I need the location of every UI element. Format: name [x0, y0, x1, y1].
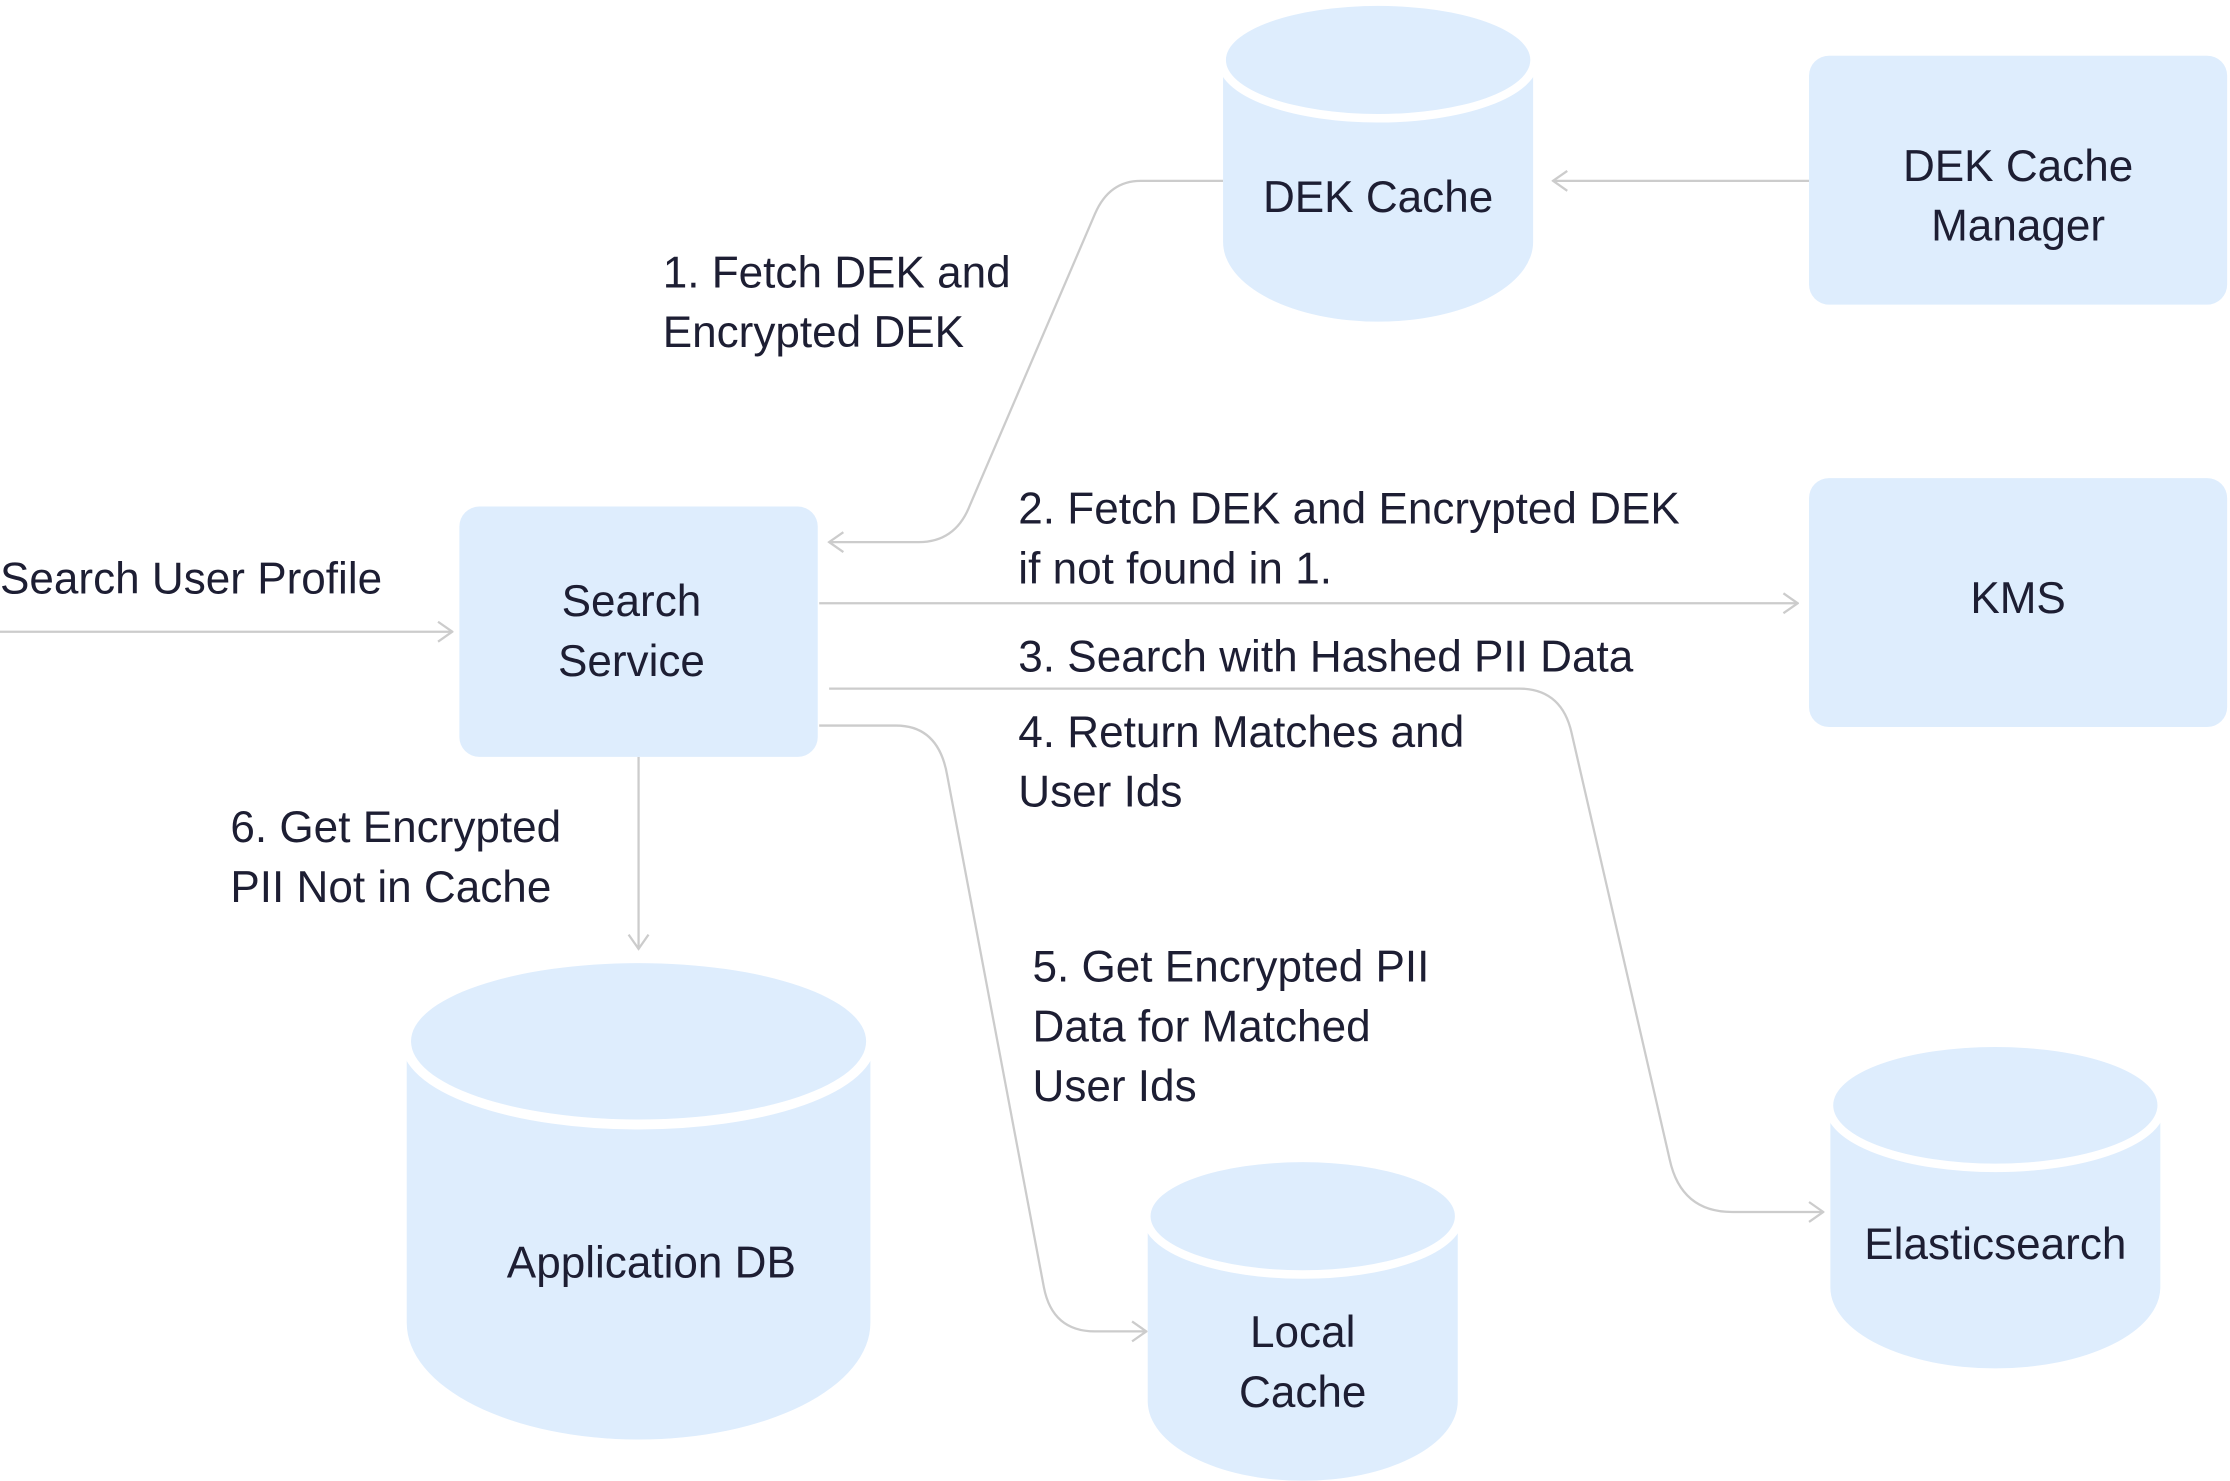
node-application-db[interactable]: Application DB — [401, 953, 877, 1440]
edge-label-step6: 6. Get Encrypted PII Not in Cache — [230, 803, 561, 912]
label-line: Search User Profile — [0, 554, 382, 603]
node-label: KMS — [1970, 574, 2066, 623]
label-line: 5. Get Encrypted PII — [1033, 943, 1430, 992]
node-label-line-1: Local — [1250, 1308, 1355, 1357]
label-line: 2. Fetch DEK and Encrypted DEK — [1018, 485, 1679, 534]
node-label-line-2: Manager — [1931, 202, 2105, 251]
database-icon — [1830, 1105, 2161, 1369]
database-icon — [1223, 59, 1534, 322]
service-box — [1809, 478, 2228, 727]
edge-step5-local-cache — [819, 724, 1146, 1332]
node-search-service[interactable]: Search Service — [459, 506, 818, 757]
node-label-line-1: Search — [562, 577, 702, 626]
node-kms[interactable]: KMS — [1809, 478, 2228, 727]
node-label: Application DB — [507, 1238, 796, 1287]
label-line: if not found in 1. — [1018, 544, 1332, 593]
database-top — [1150, 1162, 1455, 1271]
node-local-cache[interactable]: Local Cache — [1142, 1153, 1464, 1481]
database-top-gap — [401, 953, 877, 1130]
label-line: PII Not in Cache — [230, 863, 551, 912]
node-elasticsearch[interactable]: Elasticsearch — [1824, 1038, 2167, 1369]
database-top — [1833, 1046, 2158, 1164]
label-line: 1. Fetch DEK and — [663, 249, 1011, 298]
node-dek-cache-manager[interactable]: DEK Cache Manager — [1809, 55, 2228, 305]
edge-label-step2: 2. Fetch DEK and Encrypted DEK if not fo… — [1018, 485, 1679, 594]
label-line: Encrypted DEK — [663, 308, 964, 357]
label-line: User Ids — [1033, 1062, 1197, 1111]
node-label-line-1: DEK Cache — [1903, 142, 2133, 191]
label-line: 3. Search with Hashed PII Data — [1018, 633, 1633, 682]
database-top — [1225, 5, 1531, 115]
node-dek-cache[interactable]: DEK Cache — [1217, 0, 1539, 322]
edges — [0, 181, 1823, 1332]
node-label: Elasticsearch — [1864, 1220, 2126, 1269]
database-top-gap — [1217, 0, 1539, 123]
edge-step3-4-elasticsearch — [829, 687, 1823, 1212]
label-line: Data for Matched — [1033, 1002, 1371, 1051]
node-label: DEK Cache — [1263, 173, 1493, 222]
label-line: 6. Get Encrypted — [230, 803, 561, 852]
label-line: User Ids — [1018, 768, 1182, 817]
database-top-gap — [1142, 1153, 1464, 1279]
edge-label-step3: 3. Search with Hashed PII Data — [1018, 633, 1633, 682]
database-top-gap — [1824, 1038, 2167, 1173]
edge-label-input: Search User Profile — [0, 554, 382, 603]
database-icon — [1147, 1216, 1458, 1481]
label-line: 4. Return Matches and — [1018, 708, 1464, 757]
edge-label-step4: 4. Return Matches and User Ids — [1018, 708, 1464, 817]
service-box — [459, 506, 818, 757]
edge-label-step1: 1. Fetch DEK and Encrypted DEK — [663, 249, 1011, 358]
node-label-line-2: Cache — [1239, 1368, 1366, 1417]
database-icon — [406, 1041, 871, 1440]
edge-label-step5: 5. Get Encrypted PII Data for Matched Us… — [1033, 943, 1430, 1111]
edge-step1-fetch-dek — [829, 179, 1224, 542]
database-top — [411, 963, 867, 1120]
node-label-line-2: Service — [558, 637, 705, 686]
service-box — [1809, 55, 2228, 305]
